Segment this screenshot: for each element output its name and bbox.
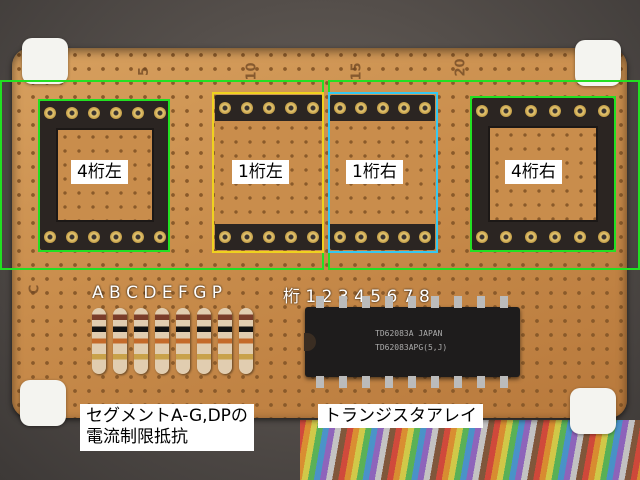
ic-pin xyxy=(477,376,485,388)
ruler-mark: 5 xyxy=(137,66,153,77)
label-digit1-left: 1桁左 xyxy=(232,160,289,185)
corner-spacer-top-left xyxy=(22,38,68,84)
label-transistor-array: トランジスタアレイ xyxy=(318,404,483,429)
ic-pin xyxy=(339,376,347,388)
segment-header: A B C D E F G P xyxy=(92,283,223,303)
edge-letter: C xyxy=(27,284,43,295)
ic-pin xyxy=(454,296,462,308)
ic-pin xyxy=(500,376,508,388)
ruler-mark: 20 xyxy=(453,58,469,77)
resistor xyxy=(134,308,148,374)
ruler-mark: 15 xyxy=(349,62,365,81)
label-digit4-right: 4桁右 xyxy=(505,160,562,185)
ic-pin xyxy=(431,376,439,388)
label-current-limit-resistors: セグメントA-G,DPの 電流制限抵抗 xyxy=(80,404,254,451)
resistor xyxy=(155,308,169,374)
ic-pin xyxy=(477,296,485,308)
frame-1-left xyxy=(212,92,324,253)
resistor xyxy=(92,308,106,374)
resistor xyxy=(176,308,190,374)
frame-4-right xyxy=(470,96,616,252)
ic-pin xyxy=(454,376,462,388)
corner-spacer-bottom-right xyxy=(570,388,616,434)
ic-pin xyxy=(408,376,416,388)
resistor xyxy=(113,308,127,374)
ic-pin xyxy=(408,296,416,308)
transistor-array-ic: TD62083A JAPAN TD62083APG(5,J) xyxy=(304,307,520,377)
resistor xyxy=(239,308,253,374)
label-digit4-left: 4桁左 xyxy=(71,160,128,185)
corner-spacer-top-right xyxy=(575,40,621,86)
resistor xyxy=(197,308,211,374)
ic-pin xyxy=(362,376,370,388)
ic-pin xyxy=(316,376,324,388)
corner-spacer-bottom-left xyxy=(20,380,66,426)
resistor-label-line1: セグメントA-G,DPの xyxy=(86,406,248,426)
frame-4-left xyxy=(38,99,170,252)
frame-1-right xyxy=(328,92,438,253)
ic-pin xyxy=(431,296,439,308)
ic-marking-line1: TD62083A JAPAN xyxy=(375,329,443,338)
ic-marking-line2: TD62083APG(5,J) xyxy=(375,343,448,352)
ic-pin xyxy=(385,296,393,308)
ic-pin xyxy=(500,296,508,308)
ic-pin xyxy=(362,296,370,308)
ic-pin xyxy=(385,376,393,388)
ic-notch xyxy=(304,333,316,351)
resistor xyxy=(218,308,232,374)
ic-pin xyxy=(339,296,347,308)
label-digit1-right: 1桁右 xyxy=(346,160,403,185)
ic-pin xyxy=(316,296,324,308)
ruler-mark: 10 xyxy=(244,62,260,81)
resistor-label-line2: 電流制限抵抗 xyxy=(86,427,188,448)
